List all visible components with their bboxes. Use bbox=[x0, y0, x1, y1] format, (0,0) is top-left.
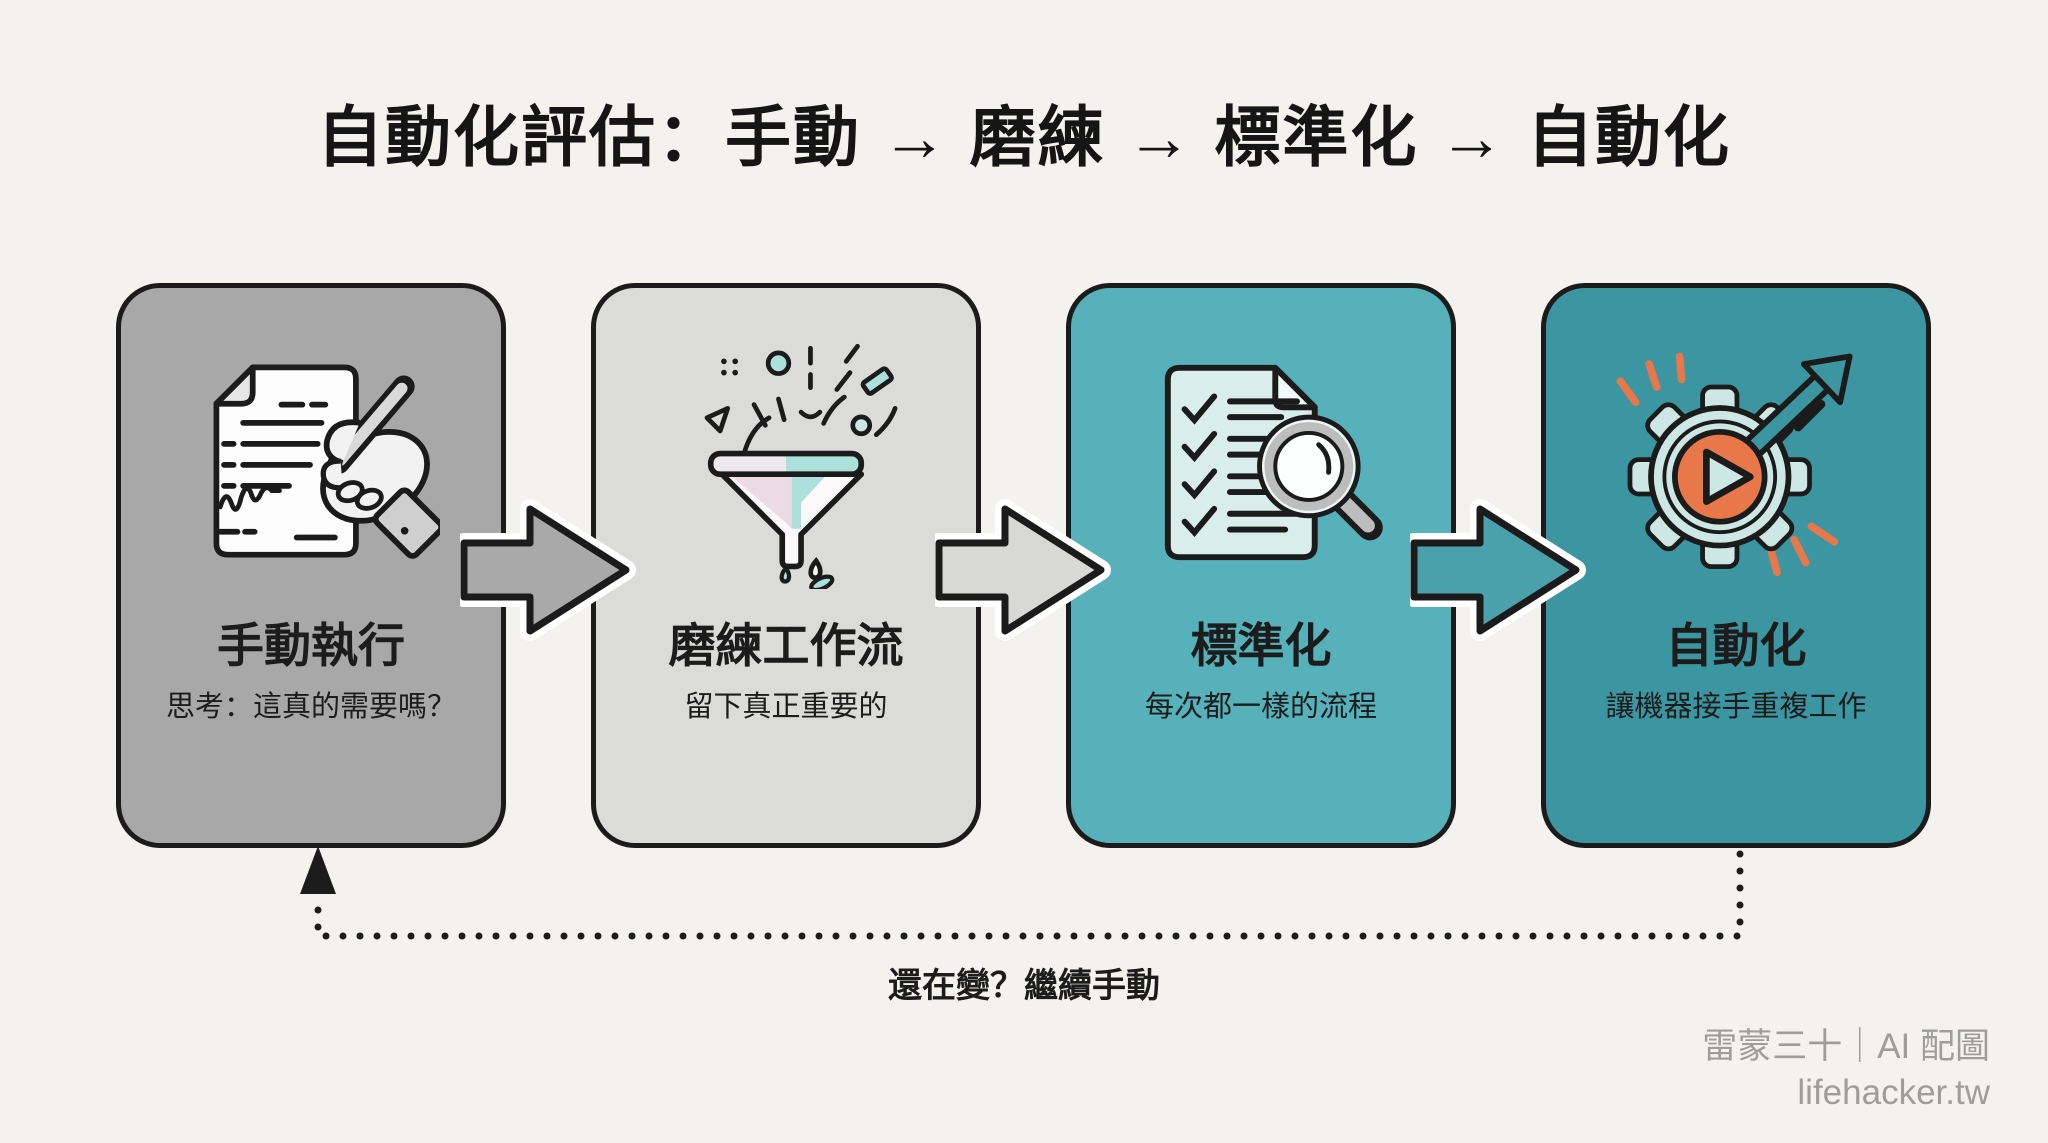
arrow-right-icon bbox=[1410, 499, 1586, 641]
step-icon-wrap bbox=[182, 334, 440, 590]
arrow-right-icon bbox=[460, 499, 636, 641]
step-title: 標準化 bbox=[1190, 619, 1332, 672]
arrow-right-icon bbox=[935, 499, 1111, 641]
step-subtitle: 留下真正重要的 bbox=[684, 690, 888, 723]
step-icon-wrap bbox=[1135, 334, 1387, 590]
watermark-site: lifehacker.tw bbox=[1797, 1073, 1990, 1113]
watermark: 雷蒙三十｜AI 配圖 lifehacker.tw bbox=[1702, 1024, 1990, 1116]
step-subtitle: 讓機器接手重複工作 bbox=[1605, 690, 1867, 723]
gear-play-arrow-icon bbox=[1616, 352, 1853, 577]
watermark-author: 雷蒙三十｜AI 配圖 bbox=[1702, 1027, 1990, 1066]
step-icon-wrap bbox=[1607, 334, 1865, 590]
page-title: 自動化評估：手動 → 磨練 → 標準化 → 自動化 bbox=[316, 100, 1732, 174]
step-subtitle: 每次都一樣的流程 bbox=[1144, 690, 1377, 723]
step-subtitle: 思考：這真的需要嗎？ bbox=[165, 690, 456, 723]
step-title: 磨練工作流 bbox=[668, 619, 904, 672]
checklist-magnifier-icon bbox=[1164, 364, 1383, 561]
step-title: 自動化 bbox=[1665, 619, 1807, 672]
step-card-standardize: 標準化 每次都一樣的流程 bbox=[1066, 283, 1456, 848]
step-card-manual: 手動執行 思考：這真的需要嗎？ bbox=[116, 283, 506, 848]
feedback-loop-label: 還在變？繼續手動 bbox=[888, 967, 1160, 1005]
step-icon-wrap bbox=[673, 334, 899, 590]
funnel-icon bbox=[704, 343, 898, 589]
step-title: 手動執行 bbox=[217, 619, 405, 672]
loop-arrowhead-up-icon bbox=[300, 846, 336, 894]
step-card-refine: 磨練工作流 留下真正重要的 bbox=[591, 283, 981, 848]
step-card-automate: 自動化 讓機器接手重複工作 bbox=[1541, 283, 1931, 848]
handwriting-document-icon bbox=[213, 364, 440, 559]
